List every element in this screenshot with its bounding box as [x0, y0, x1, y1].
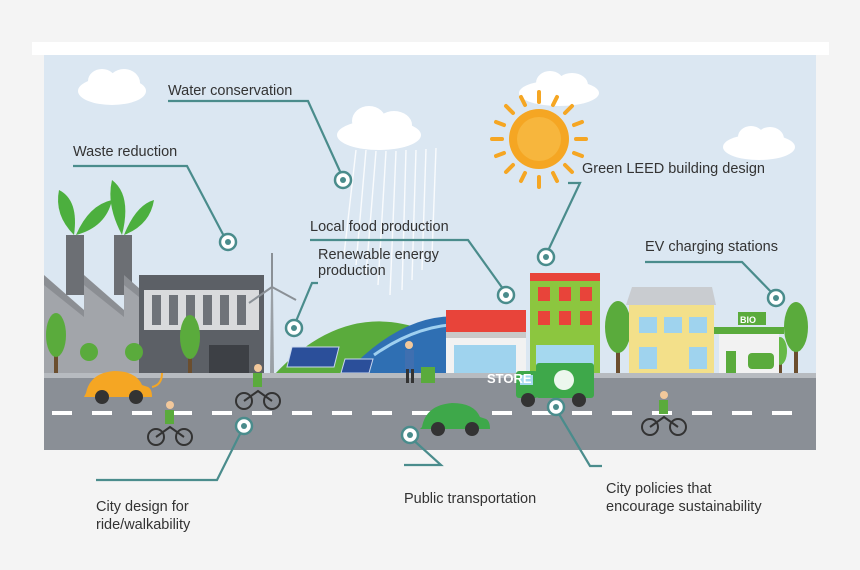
house-building: [626, 287, 716, 375]
label-green-leed: Green LEED building design: [582, 161, 765, 177]
label-water-conservation: Water conservation: [168, 83, 293, 99]
city-scene: [44, 55, 816, 450]
label-renewable-energy-line1: Renewable energy: [318, 247, 439, 263]
person-recycling-icon: [405, 341, 435, 383]
store-sign: STORE: [487, 371, 532, 386]
store-building: [446, 310, 526, 375]
orange-ev-car-icon: [84, 371, 163, 404]
recycling-truck-icon: [516, 363, 594, 407]
green-ev-car-icon: [420, 403, 490, 436]
cyclist-icon: [147, 389, 687, 446]
factory: [44, 235, 264, 373]
label-public-transportation: Public transportation: [404, 491, 537, 507]
trees: [46, 301, 808, 375]
label-city-policies-line1: City policies that: [606, 481, 712, 497]
label-waste-reduction: Waste reduction: [73, 144, 178, 160]
wind-turbine-icon: [248, 253, 297, 373]
label-local-food: Local food production: [310, 219, 449, 235]
solar-panel-icon: [286, 346, 374, 374]
bio-sign: BIO: [740, 315, 756, 325]
green-leed-building: [530, 273, 600, 375]
label-ev-charging: EV charging stations: [645, 239, 778, 255]
label-city-design-line2: ride/walkability: [96, 517, 191, 533]
label-city-design-line1: City design for: [96, 499, 189, 515]
sprout-icon: [58, 180, 154, 235]
label-city-policies-line2: encourage sustainability: [606, 499, 762, 515]
sun-icon: [490, 90, 588, 189]
rain-icon: [343, 147, 437, 296]
top-frame-bar: [32, 42, 829, 55]
label-renewable-energy-line2: production: [318, 263, 386, 279]
ev-charging-station: [714, 312, 784, 375]
cloud-icon: [78, 69, 795, 160]
